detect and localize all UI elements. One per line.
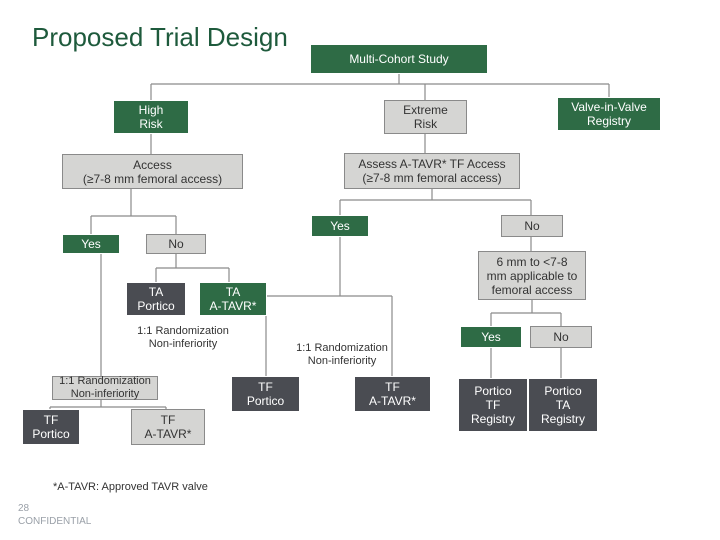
access-box: Access (≥7-8 mm femoral access)	[62, 154, 243, 189]
tf-atavr-mid-box: TF A-TAVR*	[354, 376, 431, 412]
assess-tf-access-box: Assess A-TAVR* TF Access (≥7-8 mm femora…	[344, 153, 520, 189]
portico-tf-registry-box: Portico TF Registry	[458, 378, 528, 432]
extreme-risk-box: Extreme Risk	[384, 100, 467, 134]
footnote: *A-TAVR: Approved TAVR valve	[53, 481, 208, 493]
valve-in-valve-registry-box: Valve-in-Valve Registry	[557, 97, 661, 131]
tf-atavr-left-box: TF A-TAVR*	[131, 409, 205, 445]
ta-atavr-box: TA A-TAVR*	[199, 282, 267, 316]
no-left-box: No	[146, 234, 206, 254]
tf-portico-mid-box: TF Portico	[231, 376, 300, 412]
portico-ta-registry-box: Portico TA Registry	[528, 378, 598, 432]
page-title: Proposed Trial Design	[32, 22, 288, 52]
no-far-box: No	[530, 326, 592, 348]
six-mm-access-box: 6 mm to <7-8 mm applicable to femoral ac…	[478, 251, 586, 300]
yes-left-box: Yes	[62, 234, 120, 254]
ta-randomization-label: 1:1 Randomization Non-inferiority	[137, 325, 229, 350]
no-right-box: No	[501, 215, 563, 237]
left-randomization-box: 1:1 Randomization Non-inferiority	[52, 375, 158, 400]
multi-cohort-study-box: Multi-Cohort Study	[310, 44, 488, 74]
yes-right-box: Yes	[311, 215, 369, 237]
tf-portico-left-box: TF Portico	[22, 409, 80, 445]
mid-randomization-label: 1:1 Randomization Non-inferiority	[296, 342, 388, 367]
footer-confidential: 28 CONFIDENTIAL	[18, 503, 92, 527]
high-risk-box: High Risk	[113, 100, 189, 134]
ta-portico-box: TA Portico	[126, 282, 186, 316]
yes-far-box: Yes	[460, 326, 522, 348]
